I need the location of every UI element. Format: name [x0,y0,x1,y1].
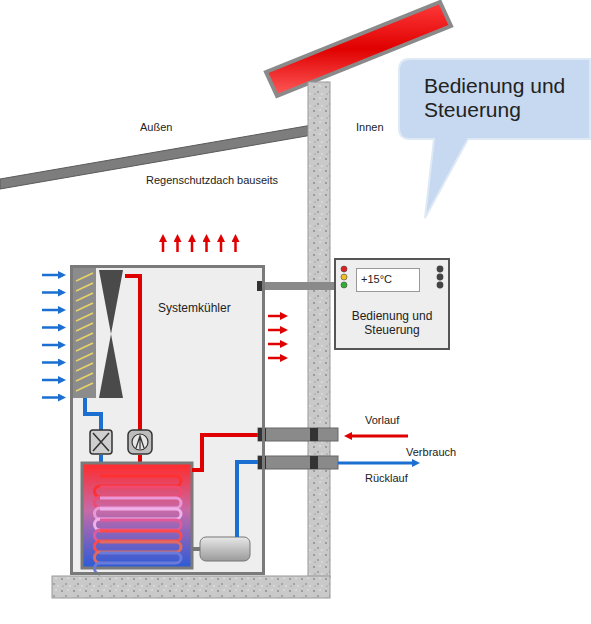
coil-turn [95,553,182,574]
return-pipe [237,462,262,537]
control-cable [257,281,334,291]
air-arrow [42,274,62,277]
pump [200,537,250,561]
air-arrow [176,238,179,252]
fin [76,283,93,291]
compressor-symbol [136,436,144,449]
floor-slab [52,576,330,598]
text-label: Innen [356,121,384,134]
air-arrow [42,291,62,294]
callout-bubble: Bedienung und Steuerung [398,58,591,140]
exchanger-fins [76,273,93,391]
return-arrow [338,462,416,465]
air-arrow [42,361,62,364]
air-arrow [191,238,194,252]
text-label: Regenschutzdach bauseits [146,174,278,187]
sleeve-end [310,428,318,441]
status-led [341,274,347,280]
fin [76,353,93,361]
cold-line [85,398,101,430]
compressor-symbol [132,434,148,450]
air-arrow [162,238,165,252]
node-label: Bedienung und Steuerung [342,310,442,338]
fin [76,333,93,341]
air-arrows [42,238,284,398]
fin [76,313,93,321]
air-arrow [268,315,284,318]
expansion-valve [90,430,112,454]
coil [95,476,182,574]
air-arrow [42,326,62,329]
air-arrow [42,344,62,347]
text-label: Außen [140,121,172,134]
fin [76,323,93,331]
cooler-housing [70,265,265,575]
sleeve-end [310,456,318,469]
heat-exchanger [73,268,96,398]
air-arrow [220,238,223,252]
node-label: Bedienung und Steuerung [424,74,579,122]
panel-button [437,282,444,289]
text-label: Verbrauch [406,446,456,459]
display: +15°C [356,268,420,292]
fin [76,373,93,381]
fan-blade [99,270,123,334]
status-led [341,282,347,288]
valve-cross [93,433,109,451]
fin [76,303,93,311]
fin [76,343,93,351]
flow-pipe [192,435,262,470]
fan-blade [99,334,123,398]
bubble-outline [399,59,590,218]
air-arrow [268,357,284,360]
air-arrow [42,309,62,312]
panel-button [437,274,444,281]
text-label: Rücklauf [365,472,408,485]
air-arrow [205,238,208,252]
flow-arrow [348,435,408,438]
air-arrow [268,343,284,346]
wall-sleeve [258,428,338,441]
air-arrow [42,379,62,382]
air-arrow [268,329,284,332]
hot-line [125,276,140,430]
wall-sleeve [258,456,338,469]
text-label: Vorlauf [365,414,399,427]
pump-pipe [192,547,200,551]
wall [308,82,330,578]
panel-button [437,266,444,273]
fin [76,383,93,391]
compressor [128,430,152,454]
fin [76,273,93,281]
status-led [341,266,347,272]
display-value: +15°C [361,273,415,286]
control-panel: Bedienung und Steuerung +15°C [334,258,450,350]
node-label: Systemkühler [158,302,256,316]
fin [76,293,93,301]
air-arrow [42,396,62,399]
fin [76,363,93,371]
cooler-housing: Systemkühler [70,265,265,575]
cable-line [265,282,334,290]
air-arrow [234,238,237,252]
rain-roof [0,124,318,189]
